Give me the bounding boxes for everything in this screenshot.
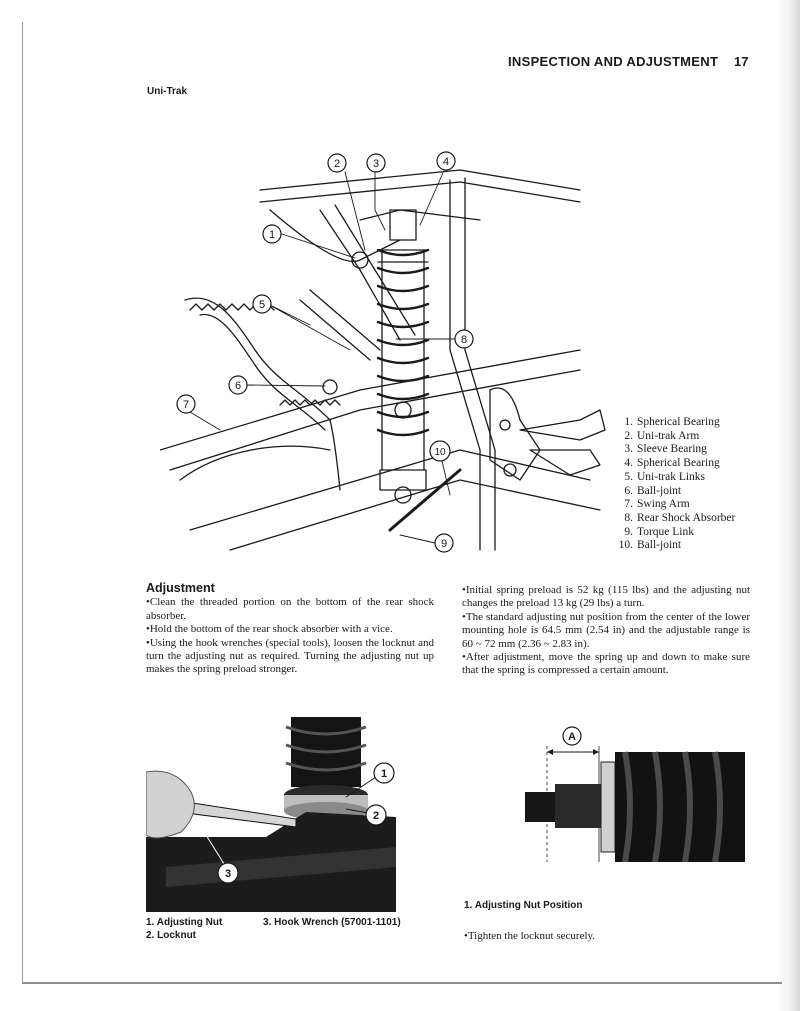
svg-text:3: 3 xyxy=(373,158,379,170)
instruction-bullet: •Hold the bottom of the rear shock absor… xyxy=(146,623,393,636)
caption-adjusting-nut: 1. Adjusting Nut xyxy=(146,917,223,928)
page-left-edge xyxy=(22,22,23,982)
legend-item: 10.Ball-joint xyxy=(618,539,682,552)
svg-text:7: 7 xyxy=(183,399,189,411)
photo-callout-2: 2 xyxy=(365,804,387,826)
svg-text:1: 1 xyxy=(269,229,275,241)
svg-text:8: 8 xyxy=(461,334,467,346)
page-number: 17 xyxy=(734,54,749,69)
instruction-bullet: •After adjustment, move the spring up an… xyxy=(462,651,750,677)
hook-wrench-caption: 1. Adjusting Nut 3. Hook Wrench (57001-1… xyxy=(146,917,436,942)
instruction-bullet: •The standard adjusting nut position fro… xyxy=(462,610,750,650)
callout-8: 8 xyxy=(454,329,474,349)
section-label: Uni-Trak xyxy=(147,86,188,97)
photo-callout-1: 1 xyxy=(373,762,395,784)
legend-item: 5.Uni-trak Links xyxy=(624,470,706,483)
uni-trak-diagram: 2 3 4 1 5 8 6 7 10 9 xyxy=(160,151,606,553)
instruction-bullet: •Initial spring preload is 52 kg (115 lb… xyxy=(462,584,750,610)
legend-item: 8.Rear Shock Absorber xyxy=(624,511,736,524)
svg-text:4: 4 xyxy=(443,156,449,168)
legend-item: 9.Torque Link xyxy=(624,525,695,538)
caption-hook-wrench: 3. Hook Wrench (57001-1101) xyxy=(263,917,401,928)
callout-7: 7 xyxy=(176,394,196,414)
legend-item: 2.Uni-trak Arm xyxy=(624,429,700,442)
instruction-bullet: •Clean the threaded portion on the botto… xyxy=(146,596,434,622)
parts-legend: 1.Spherical Bearing 2.Uni-trak Arm 3.Sle… xyxy=(608,416,788,553)
svg-text:3: 3 xyxy=(225,868,231,880)
svg-text:2: 2 xyxy=(373,810,379,822)
adjusting-nut-position-photo: A xyxy=(515,722,745,862)
callout-4: 4 xyxy=(436,151,456,171)
svg-text:9: 9 xyxy=(441,538,447,550)
callout-6: 6 xyxy=(228,375,248,395)
svg-text:5: 5 xyxy=(259,299,265,311)
legend-item: 3.Sleeve Bearing xyxy=(624,443,707,456)
callout-5: 5 xyxy=(252,294,272,314)
callout-9: 9 xyxy=(434,533,454,553)
legend-item: 1.Spherical Bearing xyxy=(624,416,720,428)
callout-2: 2 xyxy=(327,153,347,173)
page-shadow xyxy=(778,0,800,1011)
legend-item: 6.Ball-joint xyxy=(624,484,682,497)
tighten-locknut-note: •Tighten the locknut securely. xyxy=(464,930,596,942)
hook-wrench-photo: 1 2 3 xyxy=(146,717,416,912)
adjustment-heading: Adjustment xyxy=(146,581,215,595)
svg-text:A: A xyxy=(568,731,576,743)
callout-1: 1 xyxy=(262,224,282,244)
callout-10: 10 xyxy=(429,440,451,462)
adjustment-right-column: •Initial spring preload is 52 kg (115 lb… xyxy=(462,584,750,678)
instruction-bullet: •Using the hook wrenches (special tools)… xyxy=(146,636,434,676)
svg-text:6: 6 xyxy=(235,380,241,392)
svg-text:10: 10 xyxy=(434,447,446,458)
dimension-callout-a: A xyxy=(562,726,582,746)
adjustment-left-column: Adjustment •Clean the threaded portion o… xyxy=(146,581,434,677)
page-bottom-edge xyxy=(22,982,782,984)
caption-locknut: 2. Locknut xyxy=(146,929,197,941)
callout-3: 3 xyxy=(366,153,386,173)
page-header-title: INSPECTION AND ADJUSTMENT xyxy=(508,54,719,69)
legend-item: 7.Swing Arm xyxy=(624,498,690,511)
legend-item: 4.Spherical Bearing xyxy=(624,457,720,470)
svg-text:2: 2 xyxy=(334,158,340,170)
svg-text:1: 1 xyxy=(381,768,387,780)
photo-callout-3: 3 xyxy=(217,862,239,884)
adjusting-nut-position-caption: 1. Adjusting Nut Position xyxy=(464,900,583,911)
